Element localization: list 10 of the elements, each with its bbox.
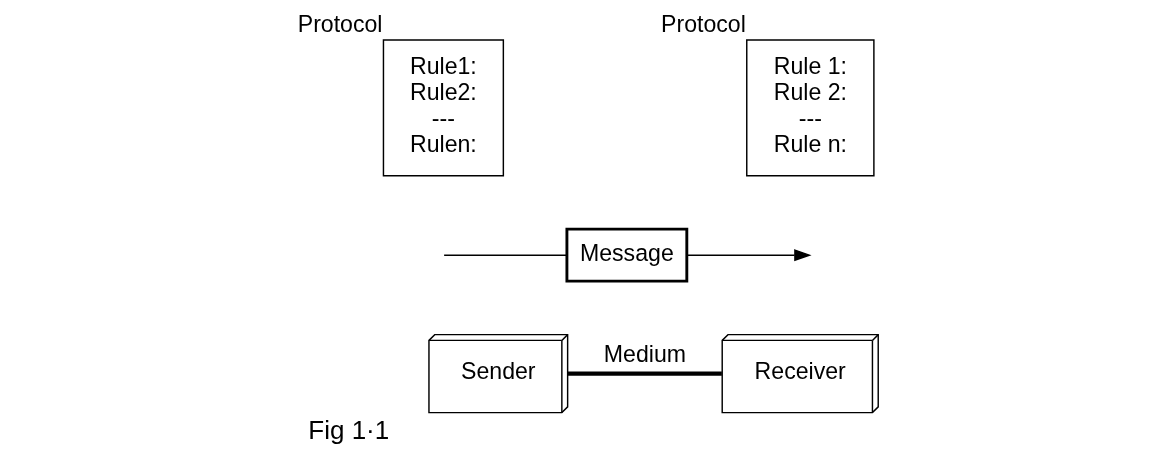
connector: [442, 254, 568, 256]
connector: [567, 371, 722, 376]
node-box: Rule 1: Rule 2: --- Rule n:: [745, 39, 875, 177]
node-box: Rule1: Rule2: --- Rulen:: [382, 39, 504, 177]
node-label: Protocol: [297, 11, 383, 38]
caption: Fig 1·1: [307, 415, 389, 446]
node-box: Message: [564, 227, 688, 283]
node-label: Protocol: [660, 11, 746, 38]
edge-label: Medium: [603, 340, 686, 367]
arrow: [685, 249, 812, 262]
